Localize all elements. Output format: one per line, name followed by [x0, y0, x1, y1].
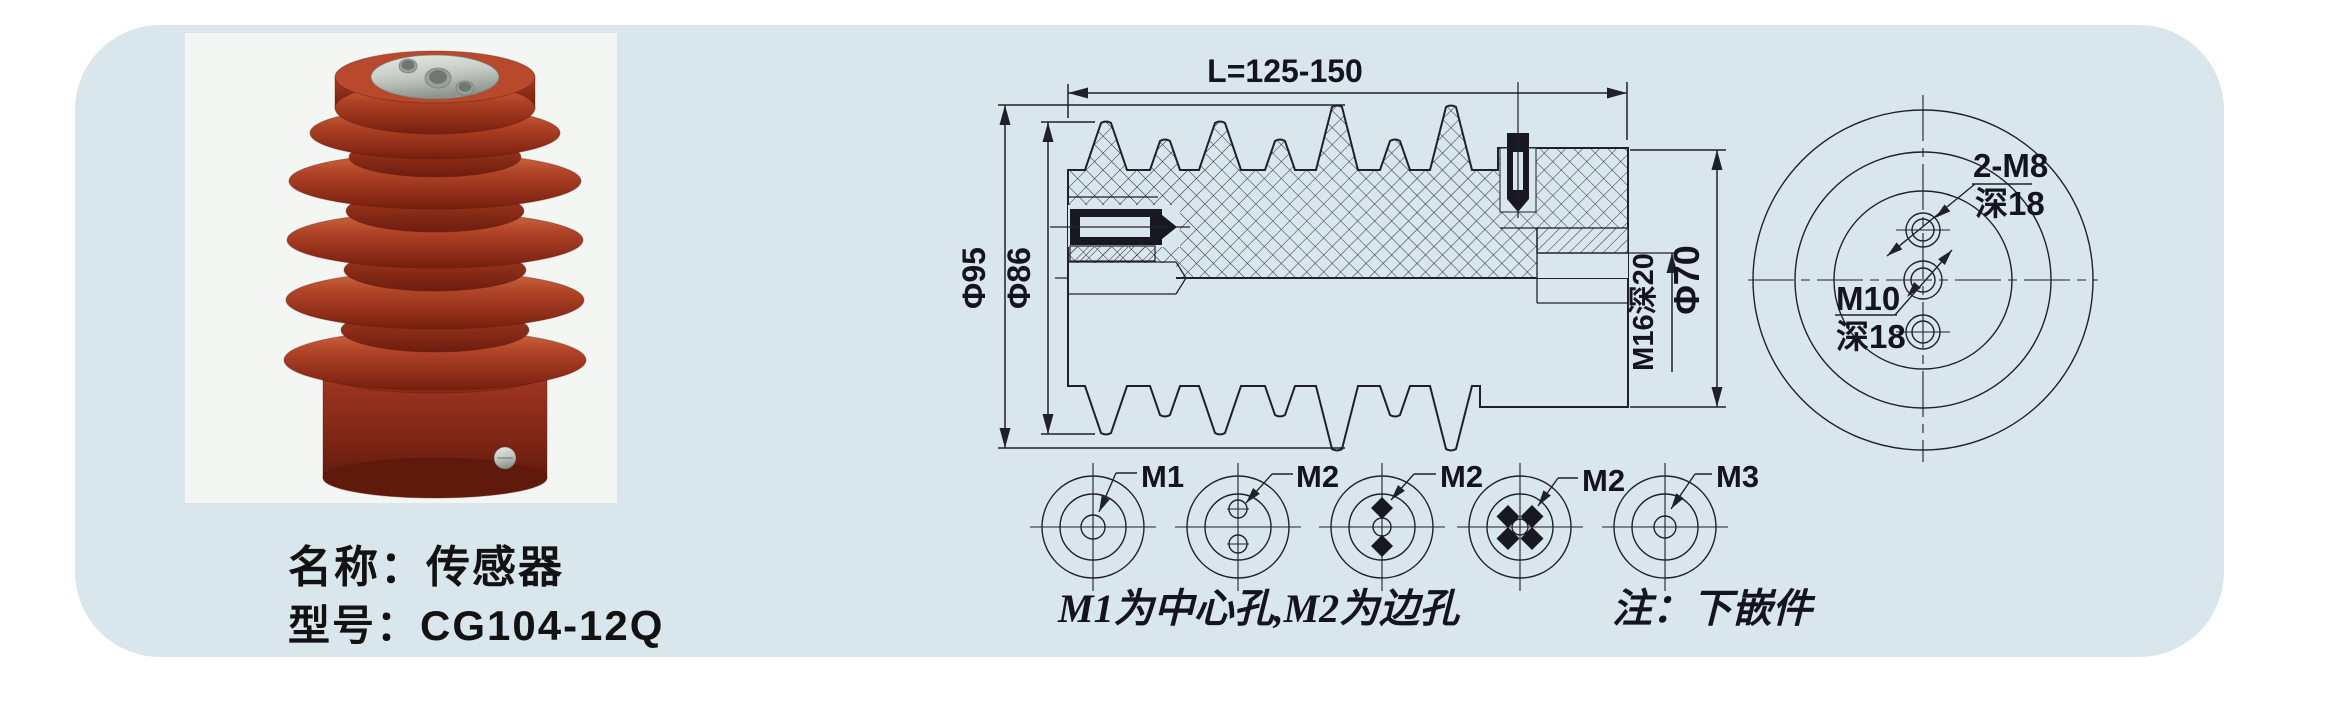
hole-view-m2-a	[1175, 463, 1301, 591]
leader-m10	[1835, 249, 1953, 316]
left-insert	[1050, 196, 1190, 262]
hole-view-m2-b	[1319, 463, 1445, 591]
dim-length-label: L=125-150	[1207, 53, 1363, 89]
top-view	[1748, 95, 2098, 462]
dim-m16-label: M16深20	[1627, 253, 1660, 371]
hole-view-m3	[1602, 463, 1728, 591]
section-view	[998, 82, 1726, 452]
section-lower-body	[1067, 278, 1629, 452]
hole-view-m2b-label: M2	[1440, 459, 1483, 494]
base-screw	[493, 446, 517, 470]
label-2m8-depth: 深18	[1975, 185, 2045, 222]
dim-length	[1067, 82, 1628, 140]
label-2m8: 2-M8	[1973, 147, 2048, 184]
hole-view-m2-c	[1457, 463, 1583, 591]
product-model-label: 型号：CG104-12Q	[288, 602, 665, 649]
m16-thread-hole	[1500, 227, 1678, 304]
hole-view-m3-label: M3	[1716, 459, 1759, 494]
dim-phi95	[998, 104, 1345, 449]
hole-view-m1	[1030, 463, 1156, 591]
section-upper-body	[1067, 104, 1629, 279]
dim-m16	[1666, 253, 1678, 372]
sensor-photo-icon	[283, 50, 587, 499]
dim-phi70-label: Φ70	[1666, 245, 1707, 315]
hole-view-m2a-label: M2	[1296, 459, 1339, 494]
technical-drawing: L=125-150 Φ95 Φ86 Φ70 M16深20	[956, 53, 2098, 631]
label-m10: M10	[1836, 280, 1900, 317]
hole-view-m2c-label: M2	[1582, 463, 1625, 498]
metal-plate	[370, 54, 500, 100]
center-hole-bore	[1068, 261, 1187, 295]
hole-m8-bottom	[1896, 314, 1950, 350]
dim-phi95-label: Φ95	[956, 247, 992, 309]
dim-phi86	[1041, 121, 1095, 435]
note-holes: M1为中心孔,M2为边孔	[1057, 586, 1461, 631]
note-insert: 注：下嵌件	[1612, 586, 1816, 631]
dim-phi70	[1630, 149, 1726, 408]
right-slot-insert	[1499, 82, 1537, 218]
leader-2m8	[1886, 183, 2032, 257]
hole-view-m1-label: M1	[1141, 459, 1184, 494]
product-photo	[185, 33, 617, 503]
dim-phi86-label: Φ86	[1001, 247, 1037, 309]
hole-m10-center	[1903, 260, 1943, 300]
label-m10-depth: 深18	[1836, 318, 1906, 355]
product-name-label: 名称：传感器	[288, 543, 564, 592]
hole-m8-top	[1896, 212, 1950, 248]
